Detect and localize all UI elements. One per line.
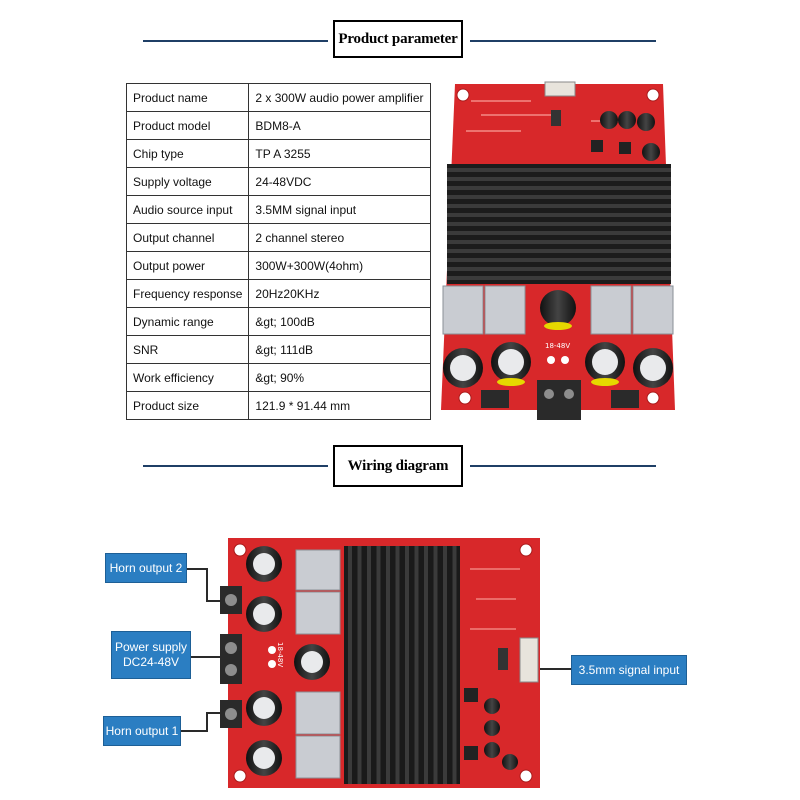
product-parameter-title: Product parameter xyxy=(333,20,463,58)
parameter-value: TP A 3255 xyxy=(248,139,431,168)
parameter-row: SNR&gt; 111dB xyxy=(125,335,431,364)
horn-output-1-leader xyxy=(180,730,208,732)
parameter-row: Work efficiency&gt; 90% xyxy=(125,363,431,392)
horn-output-2-leader-in xyxy=(206,600,222,602)
header-rule-right xyxy=(470,40,656,42)
parameter-key: Product model xyxy=(125,111,250,140)
wiring-diagram-title: Wiring diagram xyxy=(333,445,463,487)
switch xyxy=(551,110,561,126)
svg-text:18-48V: 18-48V xyxy=(276,642,284,667)
signal-input-leader xyxy=(540,668,572,670)
parameter-value: &gt; 90% xyxy=(248,363,431,392)
callout-horn-output-1: Horn output 1 xyxy=(104,717,180,745)
parameter-value: &gt; 100dB xyxy=(248,307,431,336)
horn-output-1-leader-in xyxy=(206,712,222,714)
parameter-value: 300W+300W(4ohm) xyxy=(248,251,431,280)
power-terminal-top xyxy=(537,380,581,420)
wiring-rule-right xyxy=(470,465,656,467)
parameter-key: SNR xyxy=(125,335,250,364)
power-supply-leader xyxy=(190,656,222,658)
parameter-key: Chip type xyxy=(125,139,250,168)
header-rule-left xyxy=(143,40,328,42)
parameter-key: Supply voltage xyxy=(125,167,250,196)
parameter-value: 2 x 300W audio power amplifier xyxy=(248,83,431,112)
power-terminal-bottom xyxy=(220,634,242,684)
parameter-value: 3.5MM signal input xyxy=(248,195,431,224)
callout-signal-input: 3.5mm signal input xyxy=(572,656,686,684)
parameter-key: Work efficiency xyxy=(125,363,250,392)
product-board-bottom-image: 18-48V xyxy=(220,538,540,788)
parameter-key: Dynamic range xyxy=(125,307,250,336)
heatsink-top xyxy=(447,164,671,284)
parameter-key: Output channel xyxy=(125,223,250,252)
horn-output-2-leader-down xyxy=(206,568,208,602)
product-board-top-image: 18-48V xyxy=(441,81,675,420)
parameter-key: Output power xyxy=(125,251,250,280)
switch-bottom xyxy=(498,648,508,670)
horn-output-2-leader xyxy=(186,568,208,570)
parameter-row: Dynamic range&gt; 100dB xyxy=(125,307,431,336)
signal-connector-top xyxy=(544,81,576,97)
horn-output-1-leader-up xyxy=(206,712,208,732)
parameter-key: Frequency response xyxy=(125,279,250,308)
parameter-key: Product name xyxy=(125,83,250,112)
parameter-value: 24-48VDC xyxy=(248,167,431,196)
signal-connector-bottom xyxy=(519,637,539,683)
svg-text:18-48V: 18-48V xyxy=(545,342,570,350)
parameter-value: &gt; 111dB xyxy=(248,335,431,364)
parameter-value: BDM8-A xyxy=(248,111,431,140)
heatsink-bottom xyxy=(344,546,460,784)
parameter-key: Audio source input xyxy=(125,195,250,224)
wiring-rule-left xyxy=(143,465,328,467)
parameter-value: 121.9 * 91.44 mm xyxy=(248,391,431,420)
callout-horn-output-2: Horn output 2 xyxy=(106,554,186,582)
parameter-value: 2 channel stereo xyxy=(248,223,431,252)
parameter-key: Product size xyxy=(125,391,250,420)
callout-power-supply: Power supply DC24-48V xyxy=(112,632,190,678)
parameter-value: 20Hz20KHz xyxy=(248,279,431,308)
